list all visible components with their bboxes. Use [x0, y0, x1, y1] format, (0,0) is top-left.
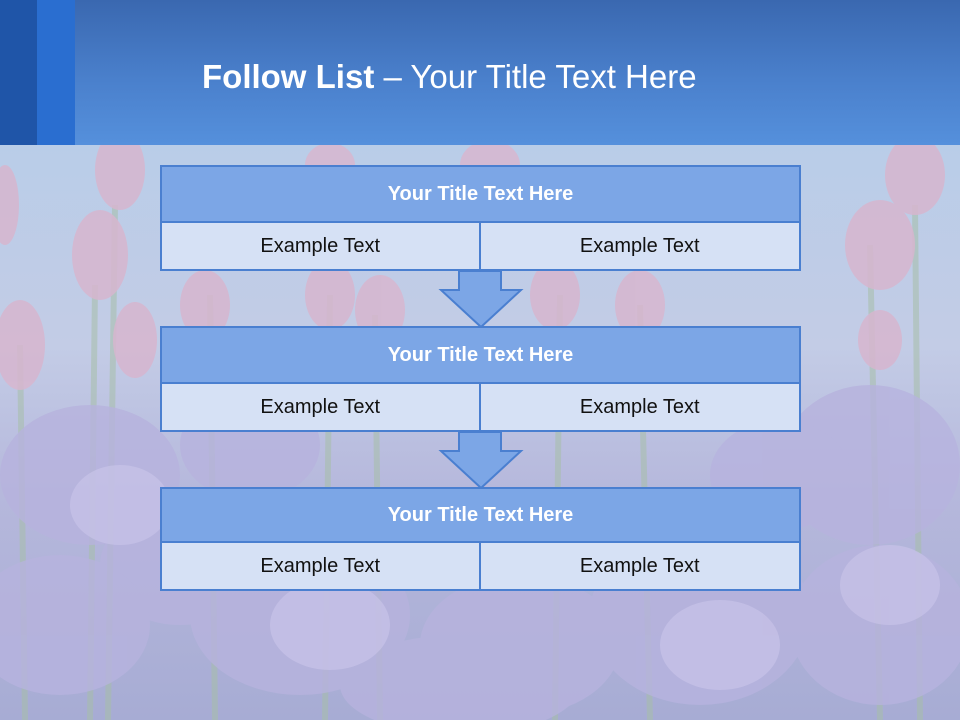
accent-bar-dark: [0, 0, 37, 145]
step-title-2: Your Title Text Here: [160, 326, 801, 384]
slide-title: Follow List – Your Title Text Here: [202, 55, 697, 99]
step-row-3: Example Text Example Text: [160, 541, 801, 591]
step-title-1: Your Title Text Here: [160, 165, 801, 223]
title-bar: Follow List – Your Title Text Here: [0, 0, 960, 145]
accent-bar-light: [37, 0, 75, 145]
step-1-right-text: Example Text: [478, 221, 801, 271]
slide-title-bold: Follow List: [202, 58, 375, 95]
step-box-3: Your Title Text Here Example Text Exampl…: [160, 487, 801, 591]
step-3-left-text: Example Text: [160, 541, 481, 591]
down-arrow-1: [438, 270, 524, 329]
step-3-right-text: Example Text: [478, 541, 801, 591]
step-title-3: Your Title Text Here: [160, 487, 801, 543]
step-2-left-text: Example Text: [160, 382, 481, 432]
down-arrow-2: [438, 431, 524, 490]
slide-title-rest: – Your Title Text Here: [374, 58, 697, 95]
step-2-right-text: Example Text: [478, 382, 801, 432]
tulip-pansy-background: [0, 145, 960, 720]
step-row-2: Example Text Example Text: [160, 382, 801, 432]
step-row-1: Example Text Example Text: [160, 221, 801, 271]
step-box-2: Your Title Text Here Example Text Exampl…: [160, 326, 801, 432]
step-box-1: Your Title Text Here Example Text Exampl…: [160, 165, 801, 271]
step-1-left-text: Example Text: [160, 221, 481, 271]
